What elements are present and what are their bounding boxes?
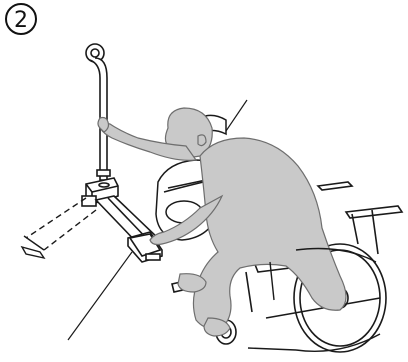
step-number: 2 xyxy=(14,8,28,33)
leader-line-bottom xyxy=(68,252,132,340)
grab-bar-post xyxy=(86,44,110,180)
step-marker: 2 xyxy=(6,4,36,34)
grab-arm-extended xyxy=(96,196,162,262)
grab-arm-folded-tip xyxy=(22,247,44,258)
leader-line-top xyxy=(226,100,247,131)
